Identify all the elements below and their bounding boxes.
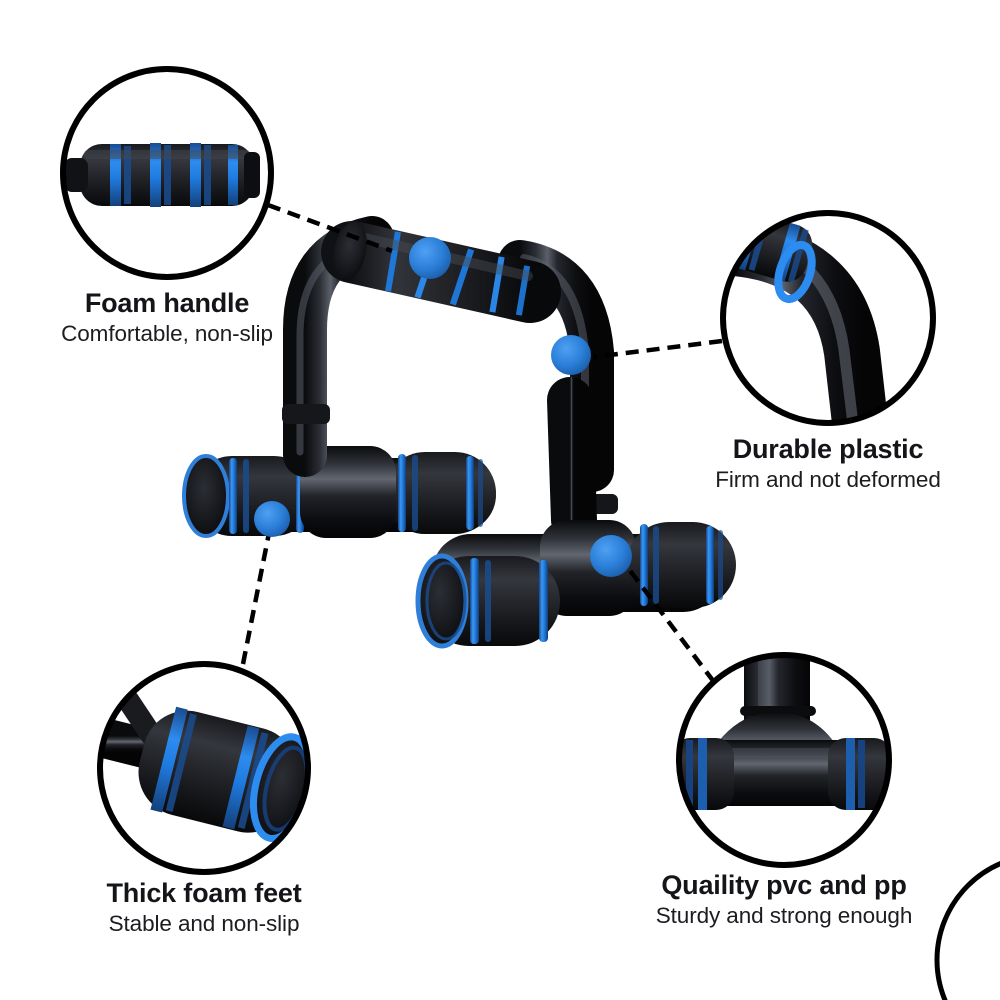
marker-rear-foot xyxy=(254,501,290,537)
leader-thick-foam-feet xyxy=(240,532,272,665)
callout-circle-foam-handle xyxy=(60,66,274,280)
front-left-foam-foot xyxy=(415,553,560,649)
leader-durable-plastic xyxy=(593,338,723,360)
callout-title-thick-foam-feet: Thick foam feet xyxy=(106,878,302,908)
leader-quality-pvc-pp xyxy=(620,558,716,684)
marker-leg xyxy=(551,335,591,375)
callout-subtitle-durable-plastic: Firm and not deformed xyxy=(715,467,941,493)
callout-label-foam-handle: Foam handle Comfortable, non-slip xyxy=(17,288,317,346)
leader-foam-handle xyxy=(267,202,393,254)
cropped-callout-arc xyxy=(934,861,1000,1000)
front-right-foam-foot xyxy=(626,522,736,608)
product-rear-bar xyxy=(182,216,618,538)
leader-lines xyxy=(240,202,723,684)
callout-circle-quality-pvc-pp xyxy=(676,652,892,868)
callout-circle-durable-plastic xyxy=(720,210,936,426)
callout-title-quality-pvc-pp: Quaility pvc and pp xyxy=(661,870,907,900)
front-base-bar xyxy=(415,520,736,649)
anchor-markers xyxy=(254,237,632,577)
callout-title-foam-handle: Foam handle xyxy=(84,288,250,318)
callout-subtitle-foam-handle: Comfortable, non-slip xyxy=(61,321,273,347)
callout-label-quality-pvc-pp: Quaility pvc and pp Sturdy and strong en… xyxy=(634,870,934,928)
marker-handle xyxy=(409,237,451,279)
marker-front-joint xyxy=(590,535,632,577)
product-front-bar xyxy=(415,377,736,649)
callout-subtitle-quality-pvc-pp: Sturdy and strong enough xyxy=(655,903,913,929)
rear-right-foam-foot xyxy=(384,452,496,534)
callout-label-durable-plastic: Durable plastic Firm and not deformed xyxy=(678,434,978,492)
callout-subtitle-thick-foam-feet: Stable and non-slip xyxy=(108,911,300,937)
front-upright xyxy=(547,377,597,543)
callout-title-durable-plastic: Durable plastic xyxy=(732,434,924,464)
callout-circle-thick-foam-feet xyxy=(97,661,311,875)
callout-label-thick-foam-feet: Thick foam feet Stable and non-slip xyxy=(54,878,354,936)
rear-base-bar xyxy=(182,446,496,538)
